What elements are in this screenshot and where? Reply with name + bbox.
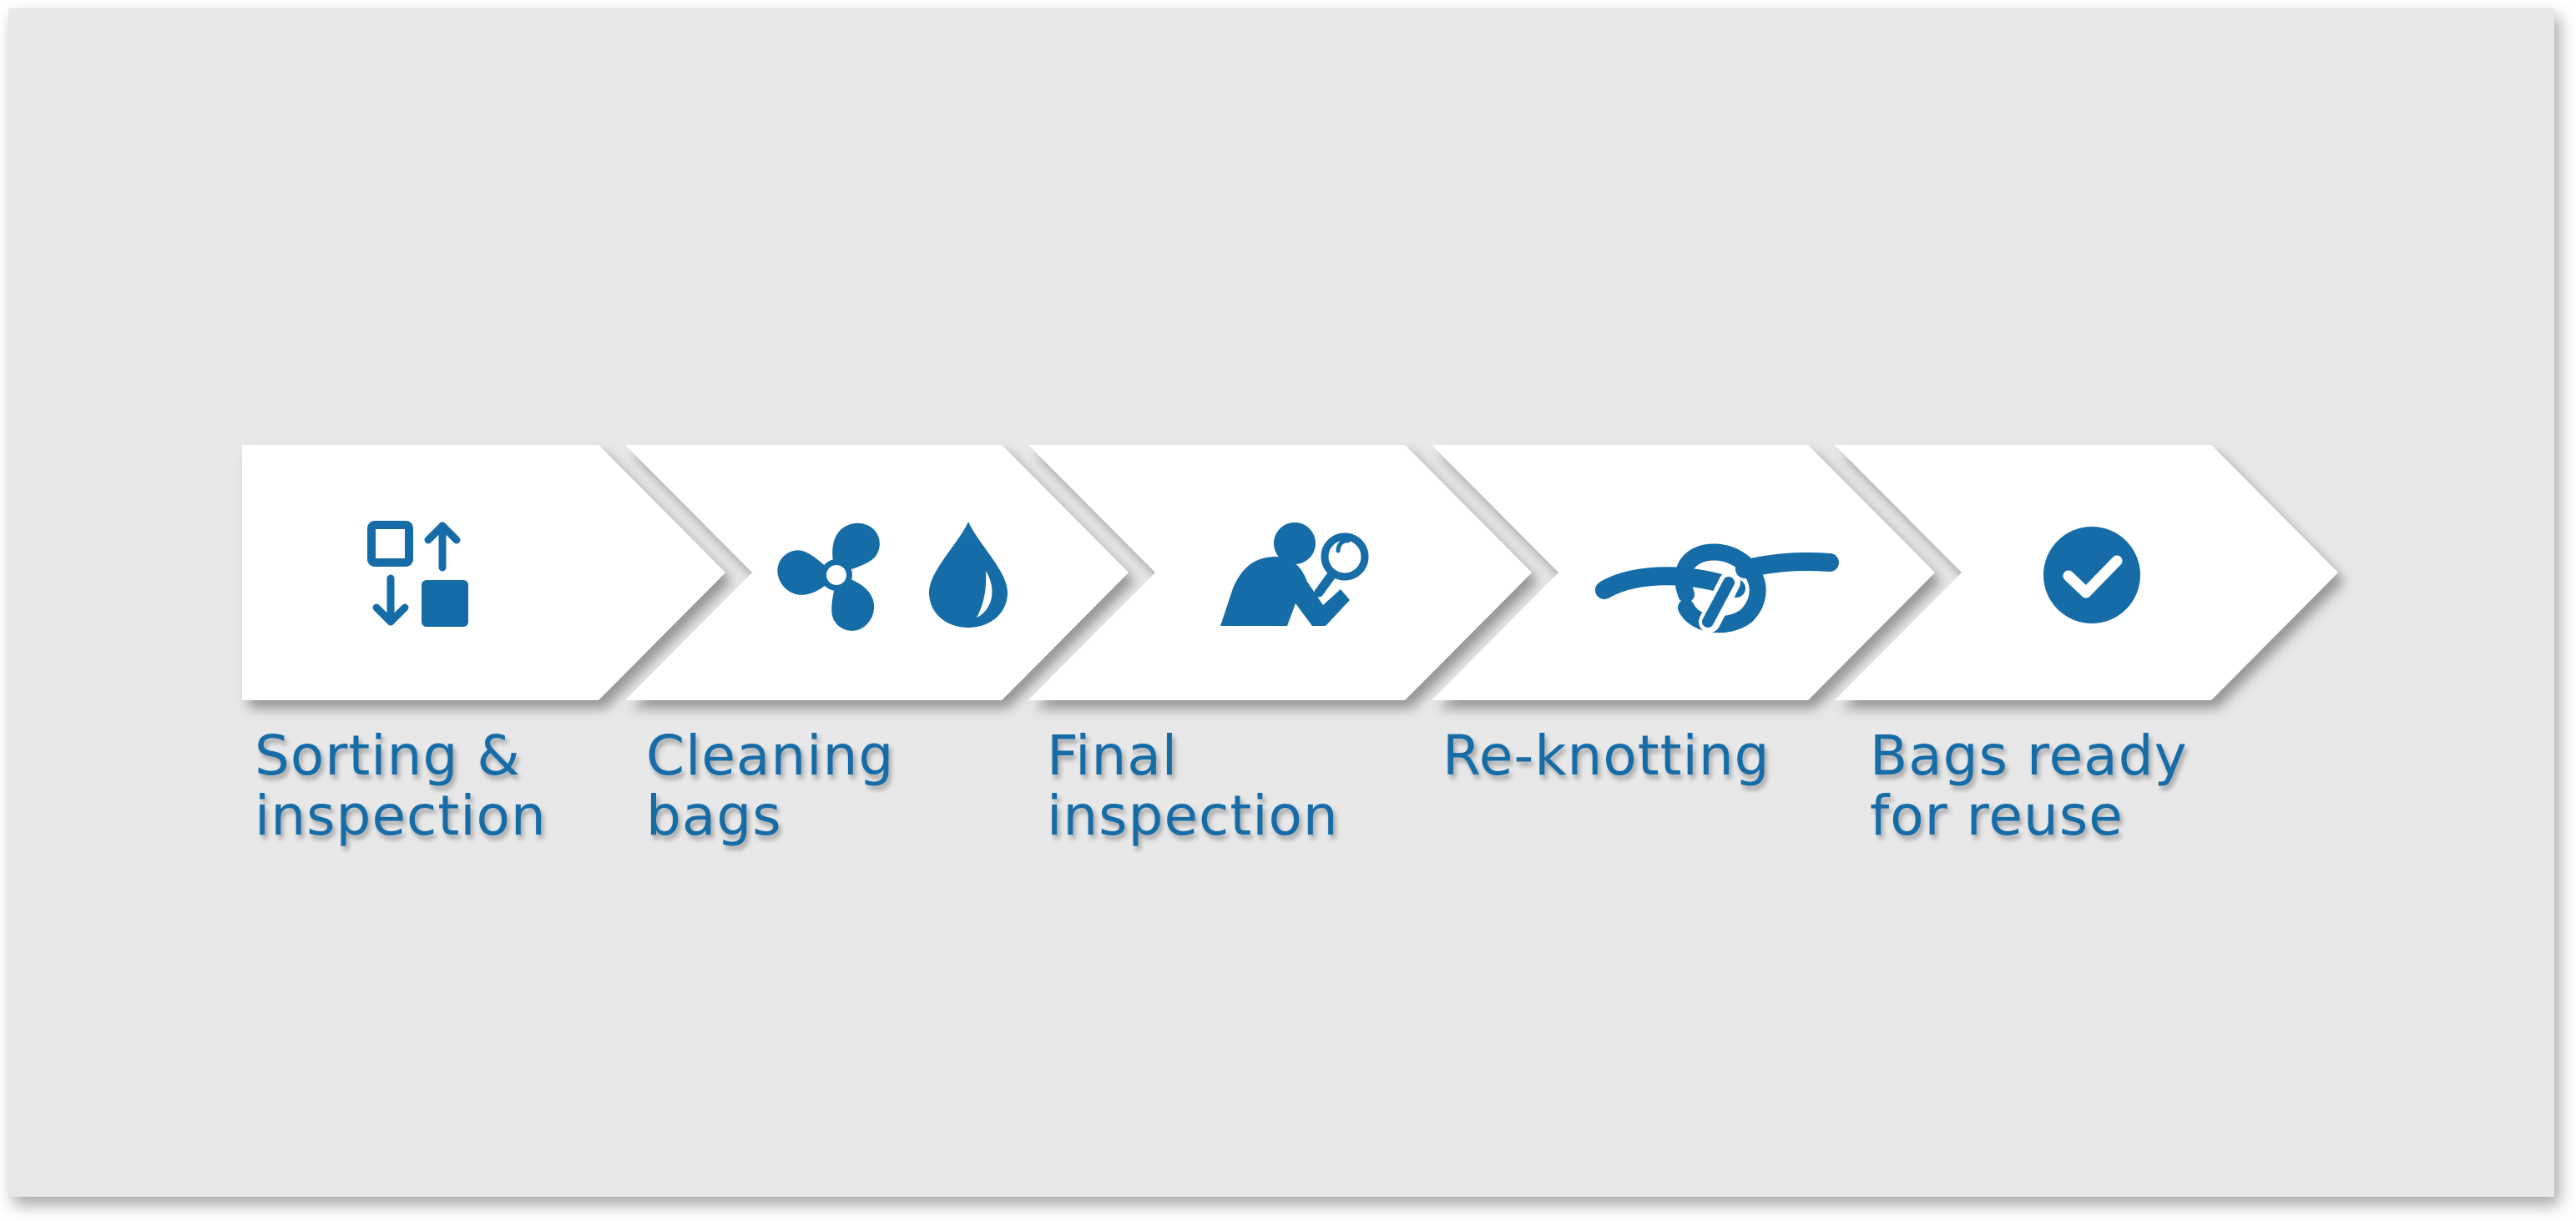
step-label-cleaning: Cleaning bags <box>646 726 894 846</box>
step-label-line: inspection <box>255 784 547 848</box>
step-label-sorting: Sorting & inspection <box>255 726 547 846</box>
sort-arrows-icon <box>367 521 468 627</box>
step-label-knot: Re-knotting <box>1442 726 1770 786</box>
person-magnifier-icon <box>1220 522 1369 626</box>
step-label-line: Sorting & <box>255 724 521 788</box>
step-label-line: inspection <box>1047 784 1339 848</box>
step-label-line: Cleaning <box>646 724 895 788</box>
step-label-line: Re-knotting <box>1442 724 1770 788</box>
chevron-step-1 <box>242 445 725 700</box>
step-label-final: Final inspection <box>1047 726 1339 846</box>
step-label-line: Final <box>1047 724 1179 788</box>
step-label-ready: Bags ready for reuse <box>1870 726 2188 846</box>
step-label-line: bags <box>646 784 782 848</box>
knot-icon <box>1595 543 1839 633</box>
fan-and-drop-icon <box>777 522 1008 631</box>
step-label-line: Bags ready <box>1870 724 2188 788</box>
chevron-step-2 <box>625 445 1129 700</box>
step-label-line: for reuse <box>1870 784 2124 848</box>
check-circle-icon <box>2043 527 2140 623</box>
